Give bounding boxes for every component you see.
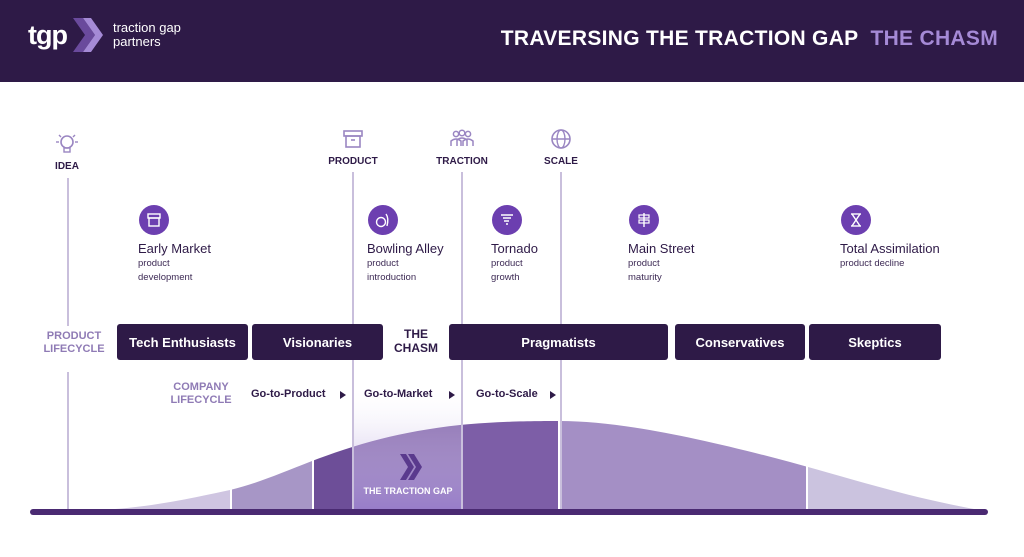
title-main: TRAVERSING THE TRACTION GAP (500, 27, 859, 50)
stage-subtitle-2: introduction (367, 272, 417, 283)
the-chasm-label: THE CHASM (385, 327, 447, 355)
label-line: CHASM (394, 341, 438, 355)
hourglass-icon (851, 213, 861, 227)
label-line: COMPANY (173, 381, 229, 393)
segment-visionaries: Visionaries (252, 324, 383, 360)
people-icon (450, 129, 474, 146)
go-to-market-step: Go-to-Market (364, 388, 433, 400)
stage-subtitle-2: maturity (628, 272, 662, 283)
milestone-product: PRODUCT (313, 128, 393, 167)
stage-title: Main Street (628, 241, 695, 256)
timeline-baseline (30, 509, 988, 515)
label-line: PRODUCT (46, 330, 102, 342)
logo-wordmark: tgp (28, 19, 68, 50)
arrow-right-icon (340, 391, 346, 399)
bowling-icon (375, 213, 389, 228)
brand-name-line1: traction gap (112, 20, 181, 35)
milestone-label: PRODUCT (328, 156, 378, 167)
go-to-product-step: Go-to-Product (251, 388, 326, 400)
lightbulb-icon (56, 134, 78, 153)
company-lifecycle-label: COMPANY LIFECYCLE (163, 381, 239, 407)
stage-icon-circle (139, 205, 169, 235)
page-title: TRAVERSING THE TRACTION GAP THE CHASM (501, 27, 998, 51)
header-bar: tgp traction gap partners TRAVERSING THE… (0, 0, 1024, 82)
curve-segment-laggards (808, 421, 985, 511)
brand-name: traction gap partners (113, 21, 181, 49)
stage-icon-circle (841, 205, 871, 235)
stage-subtitle-2: growth (491, 272, 520, 283)
segment-conservatives: Conservatives (675, 324, 805, 360)
traction-gap-highlight (353, 385, 463, 511)
curve-segment-chasm (314, 421, 354, 511)
milestone-label: IDEA (55, 161, 79, 172)
milestone-scale: SCALE (521, 128, 601, 167)
milestone-idea: IDEA (27, 133, 107, 172)
stage-subtitle-1: product (491, 258, 523, 269)
stage-early-market: Early Market product development (138, 205, 278, 284)
stage-subtitle-1: product (628, 258, 660, 269)
go-to-scale-step: Go-to-Scale (476, 388, 538, 400)
brand-logo[interactable]: tgp traction gap partners (28, 16, 181, 54)
stage-subtitle-2: development (138, 272, 193, 283)
milestone-traction: TRACTION (422, 128, 502, 167)
stage-tornado: Tornado product growth (491, 205, 631, 284)
stage-subtitle-1: product decline (840, 258, 905, 269)
title-accent: THE CHASM (870, 27, 998, 50)
traction-gap-label: THE TRACTION GAP (363, 486, 453, 496)
label-line: LIFECYCLE (170, 394, 232, 406)
stage-subtitle-1: product (367, 258, 399, 269)
stage-subtitle-1: product (138, 258, 170, 269)
stage-title: Bowling Alley (367, 241, 444, 256)
segment-skeptics: Skeptics (809, 324, 941, 360)
arrow-right-icon (449, 391, 455, 399)
stage-title: Early Market (138, 241, 211, 256)
stage-title: Total Assimilation (840, 241, 940, 256)
stage-icon-circle (629, 205, 659, 235)
stage-bowling-alley: Bowling Alley product introduction (367, 205, 507, 284)
arrow-right-icon (550, 391, 556, 399)
stage-total-assimilation: Total Assimilation product decline (840, 205, 980, 270)
segment-pragmatists: Pragmatists (449, 324, 668, 360)
stage-title: Tornado (491, 241, 538, 256)
stage-icon-circle (368, 205, 398, 235)
product-lifecycle-label: PRODUCT LIFECYCLE (38, 330, 110, 356)
logo-chevrons-icon (72, 18, 103, 52)
signpost-icon (638, 213, 650, 227)
segment-tech-enthusiasts: Tech Enthusiasts (117, 324, 248, 360)
idea-line-lower (67, 372, 69, 510)
milestone-label: TRACTION (436, 156, 488, 167)
brand-name-line2: partners (112, 34, 161, 49)
curve-segment-early-adopters (232, 421, 312, 511)
tornado-icon (501, 214, 513, 225)
stage-icon-circle (492, 205, 522, 235)
milestone-label: SCALE (544, 156, 578, 167)
stage-main-street: Main Street product maturity (628, 205, 768, 284)
box-icon (147, 213, 161, 227)
globe-icon (551, 129, 571, 149)
curve-segment-late-majority (562, 421, 806, 511)
label-line: THE (404, 327, 428, 341)
traction-gap-chevrons-icon (400, 454, 422, 480)
label-line: LIFECYCLE (43, 343, 105, 355)
idea-line (67, 178, 69, 326)
box-icon (343, 130, 363, 148)
curve-segment-innovators (60, 421, 230, 511)
